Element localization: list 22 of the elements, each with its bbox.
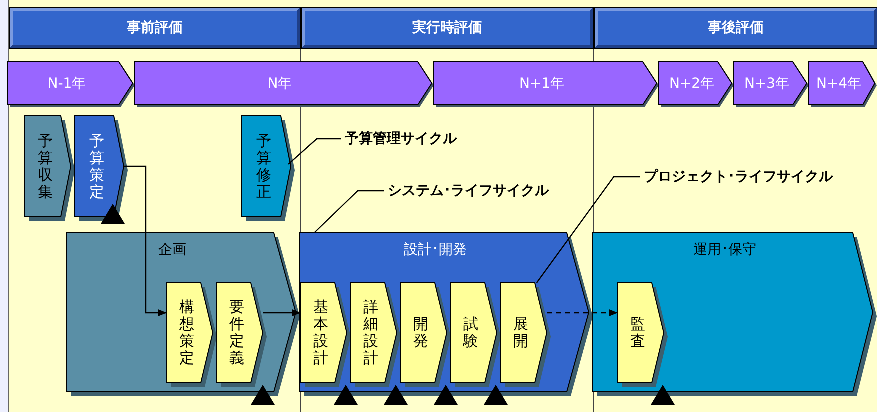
leader-line bbox=[536, 176, 640, 284]
year-band: N+2年 bbox=[659, 62, 734, 107]
cycle-label: プロジェクト･ライフサイクル bbox=[644, 165, 832, 189]
arrow bbox=[547, 309, 618, 317]
arrow bbox=[124, 166, 167, 317]
phase-header: 事前評価 bbox=[10, 8, 300, 48]
cycle-label: 予算管理サイクル bbox=[345, 127, 475, 151]
phase-title: 設計･開発 bbox=[403, 241, 468, 259]
cycle-label: システム･ライフサイクル bbox=[388, 179, 556, 203]
phase-panel bbox=[300, 233, 593, 396]
phase-header: 実行時評価 bbox=[302, 8, 593, 48]
leader-line bbox=[288, 138, 341, 165]
phase-header: 事後評価 bbox=[595, 8, 877, 48]
year-band: N-1年 bbox=[8, 62, 135, 107]
phase-title: 企画 bbox=[158, 241, 188, 259]
phase-title: 運用･保守 bbox=[692, 241, 758, 259]
phase-panel bbox=[593, 233, 877, 396]
leader-line bbox=[314, 190, 384, 234]
arrow bbox=[263, 309, 301, 317]
year-band: N+3年 bbox=[734, 62, 809, 107]
phase-panel bbox=[67, 233, 300, 396]
year-band: N+4年 bbox=[809, 62, 877, 107]
